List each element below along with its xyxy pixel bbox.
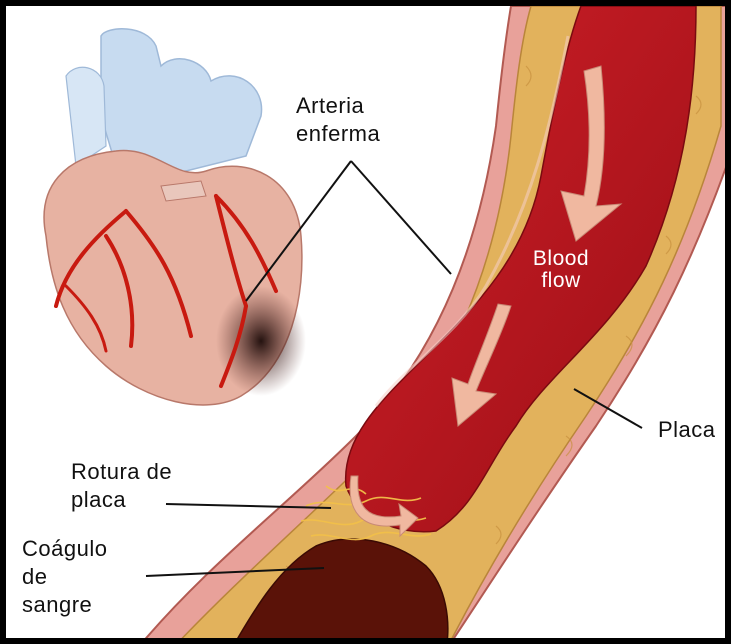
label-coagulo-de-sangre: Coágulo de sangre bbox=[22, 535, 107, 619]
leader-arteria-vessel bbox=[351, 161, 451, 274]
heart-illustration bbox=[44, 29, 306, 405]
label-placa: Placa bbox=[658, 416, 716, 444]
label-rotura-de-placa: Rotura de placa bbox=[71, 458, 172, 514]
infarct-zone bbox=[216, 286, 306, 396]
label-blood-flow: Blood flow bbox=[506, 248, 616, 292]
label-arteria-enferma: Arteria enferma bbox=[296, 92, 380, 148]
